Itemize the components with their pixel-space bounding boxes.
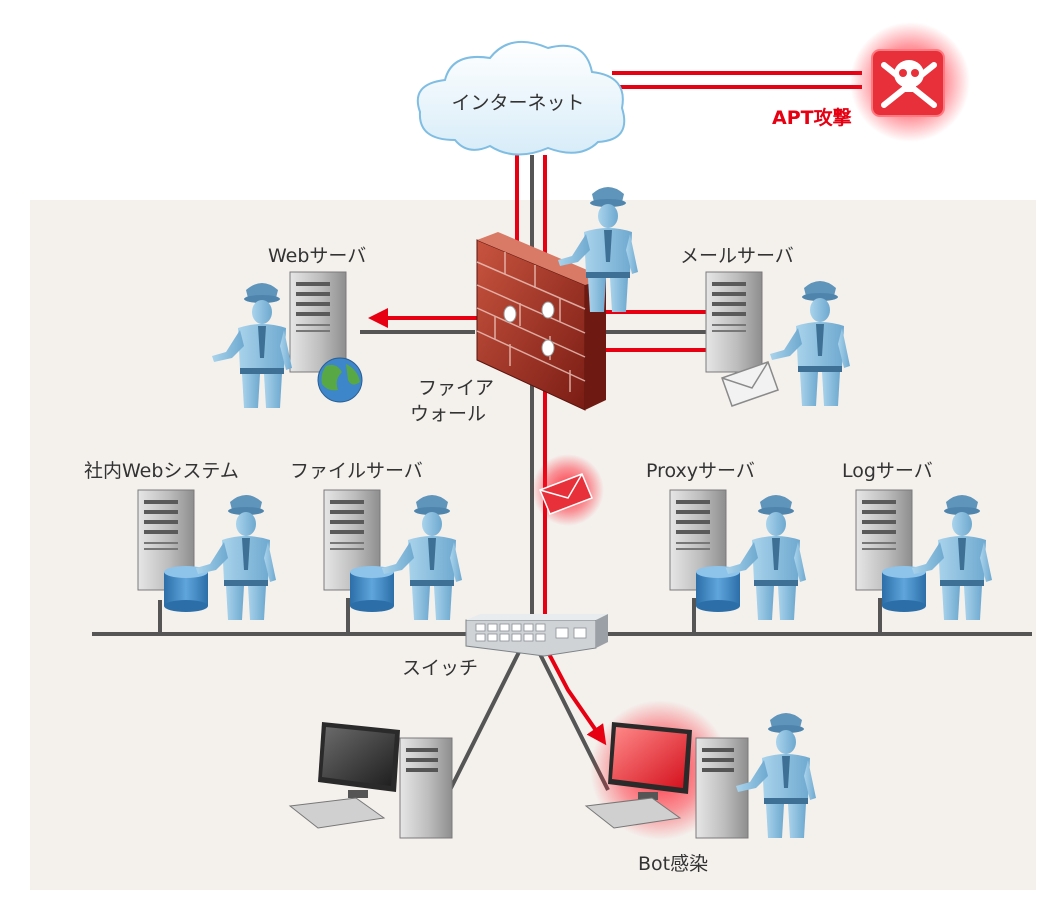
attacker: APT攻撃 bbox=[772, 22, 970, 142]
database-icon bbox=[696, 566, 740, 612]
client-pc bbox=[288, 722, 453, 839]
apt-attack-label: APT攻撃 bbox=[772, 106, 852, 129]
internet-label: インターネット bbox=[451, 92, 584, 114]
database-icon bbox=[882, 566, 926, 612]
intranet-web-label: 社内Webシステム bbox=[84, 460, 239, 482]
proxy-server: Proxyサーバ bbox=[646, 460, 806, 620]
skull-crossbones-icon bbox=[881, 60, 937, 108]
infected-pc: Bot感染 bbox=[584, 700, 816, 875]
firewall-label-line2: ウォール bbox=[410, 403, 486, 425]
firewall: ファイア ウォール bbox=[410, 232, 606, 425]
desktop-pc-icon bbox=[288, 722, 453, 839]
envelope-icon bbox=[539, 473, 593, 515]
mail-server: メールサーバ bbox=[680, 245, 850, 407]
firewall-label-line1: ファイア bbox=[418, 377, 494, 399]
envelope-icon bbox=[721, 361, 779, 407]
globe-icon bbox=[317, 357, 363, 403]
web-server: Webサーバ bbox=[212, 245, 366, 408]
log-server: Logサーバ bbox=[842, 460, 992, 620]
proxy-server-label: Proxyサーバ bbox=[646, 460, 755, 482]
web-server-label: Webサーバ bbox=[268, 245, 366, 267]
switch-label: スイッチ bbox=[402, 657, 478, 679]
malicious-mail bbox=[532, 454, 604, 526]
desktop-pc-icon bbox=[584, 722, 749, 839]
file-server: ファイルサーバ bbox=[290, 460, 462, 620]
log-server-label: Logサーバ bbox=[842, 460, 933, 482]
server-tower-icon bbox=[705, 271, 763, 373]
internet-cloud: インターネット bbox=[416, 41, 626, 156]
intranet-web-system: 社内Webシステム bbox=[84, 460, 276, 620]
server-tower-icon bbox=[289, 271, 347, 373]
file-server-label: ファイルサーバ bbox=[290, 460, 423, 482]
mail-server-label: メールサーバ bbox=[680, 245, 794, 267]
network-switch: スイッチ bbox=[402, 614, 608, 679]
bot-infection-label: Bot感染 bbox=[638, 853, 708, 875]
